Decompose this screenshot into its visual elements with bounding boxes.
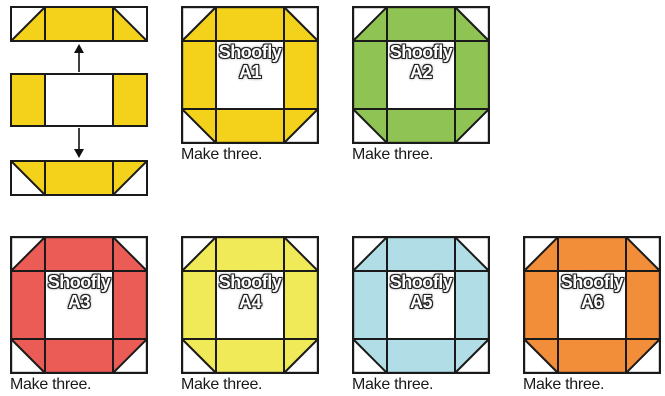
block-code: A5 <box>352 292 490 312</box>
make-three-caption-a4: Make three. <box>181 376 262 394</box>
block-code: A6 <box>523 292 661 312</box>
block-name: Shoofly <box>181 42 319 62</box>
block-code: A4 <box>181 292 319 312</box>
make-three-caption-a6: Make three. <box>523 376 604 394</box>
assembly-middle-row <box>11 74 147 126</box>
make-three-caption-a2: Make three. <box>352 146 433 164</box>
block-code: A1 <box>181 62 319 82</box>
block-name: Shoofly <box>352 42 490 62</box>
assembly-top-row <box>11 7 147 41</box>
make-three-caption-a3: Make three. <box>10 376 91 394</box>
assembly-bottom-row <box>11 161 147 195</box>
block-name: Shoofly <box>10 272 148 292</box>
middle-center-square <box>45 74 113 126</box>
block-name: Shoofly <box>181 272 319 292</box>
block-assembly-diagram <box>10 6 148 196</box>
block-code: A2 <box>352 62 490 82</box>
block-name: Shoofly <box>352 272 490 292</box>
make-three-caption-a5: Make three. <box>352 376 433 394</box>
make-three-caption-a1: Make three. <box>181 146 262 164</box>
block-code: A3 <box>10 292 148 312</box>
assembly-svg <box>10 6 148 196</box>
block-name: Shoofly <box>523 272 661 292</box>
